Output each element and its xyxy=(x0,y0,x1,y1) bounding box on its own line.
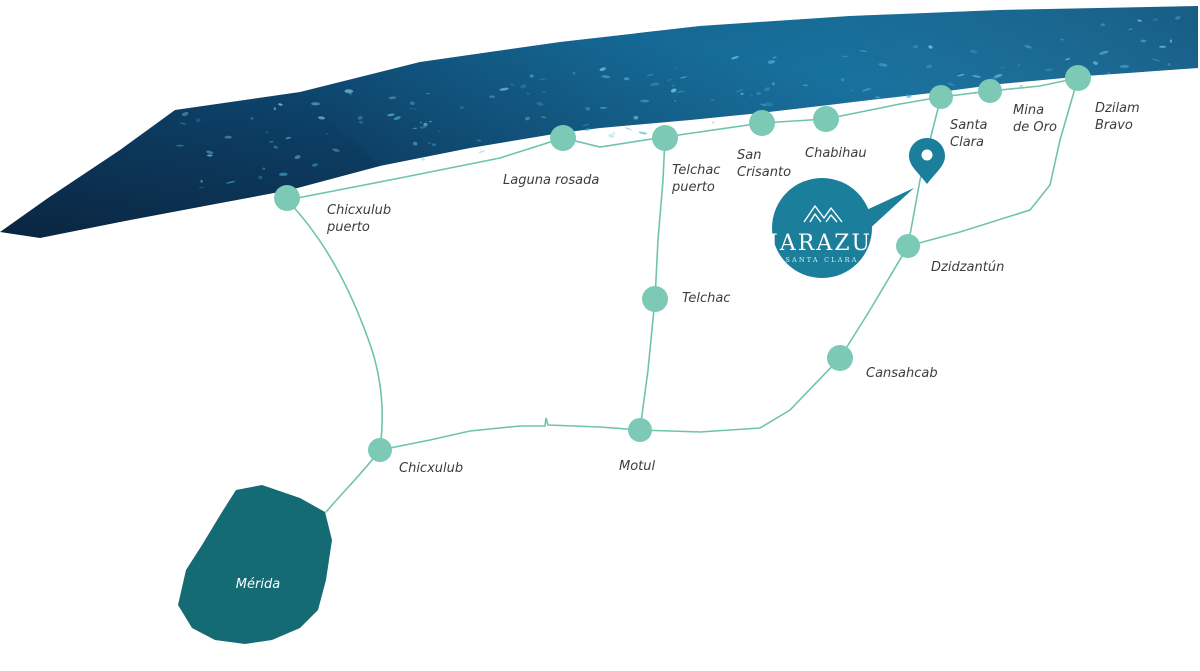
label-laguna-rosada: Laguna rosada xyxy=(503,173,599,188)
road-motul-cansahcab xyxy=(639,357,841,433)
marazul-badge[interactable]: MARAZUL SANTA CLARA xyxy=(755,178,914,278)
label-chabihau: Chabihau xyxy=(805,146,867,161)
label-san-crisanto: San Crisanto xyxy=(737,148,791,180)
label-motul: Motul xyxy=(619,459,656,474)
mountain-peaks-logo-icon xyxy=(803,205,843,223)
location-pin-icon[interactable] xyxy=(909,138,945,184)
sea-area xyxy=(0,6,1198,238)
node-chicxulub[interactable] xyxy=(368,438,392,462)
label-dzilam-bravo: Dzilam Bravo xyxy=(1095,101,1144,133)
node-chabihau[interactable] xyxy=(813,106,839,132)
node-mina-de-oro[interactable] xyxy=(978,79,1002,103)
node-chicxulub-puerto[interactable] xyxy=(274,185,300,211)
label-mina-de-oro: Mina de Oro xyxy=(1013,103,1057,135)
label-chicxulub: Chicxulub xyxy=(399,461,463,476)
label-telchac-puerto: Telchac puerto xyxy=(671,163,725,195)
node-santa-clara[interactable] xyxy=(929,85,953,109)
node-telchac-puerto[interactable] xyxy=(652,125,678,151)
node-dzidzantun[interactable] xyxy=(896,234,920,258)
brand-name: MARAZUL xyxy=(755,231,888,256)
label-cansahcab: Cansahcab xyxy=(866,366,938,381)
road-chicxulub-motul xyxy=(379,417,641,451)
node-telchac[interactable] xyxy=(642,286,668,312)
town-nodes xyxy=(274,65,1091,462)
label-dzidzantun: Dzidzantún xyxy=(931,260,1004,275)
road-cansahcab-dzidzantun xyxy=(839,245,909,359)
node-motul[interactable] xyxy=(628,418,652,442)
node-san-crisanto[interactable] xyxy=(749,110,775,136)
label-chicxulub-puerto: Chicxulub puerto xyxy=(326,203,395,235)
city-merida[interactable]: Mérida xyxy=(178,485,332,644)
town-labels: Chicxulub puerto Laguna rosada Telchac p… xyxy=(326,101,1144,476)
node-laguna-rosada[interactable] xyxy=(550,125,576,151)
label-telchac: Telchac xyxy=(682,291,730,306)
node-dzilam-bravo[interactable] xyxy=(1065,65,1091,91)
node-cansahcab[interactable] xyxy=(827,345,853,371)
road-telchac-puerto-motul xyxy=(639,136,666,431)
brand-subtitle: SANTA CLARA xyxy=(785,256,858,264)
road-chicxulub-merida xyxy=(325,449,381,513)
road-chicxulub-puerto-chicxulub xyxy=(286,199,384,451)
label-santa-clara: Santa Clara xyxy=(950,118,992,150)
city-label-merida: Mérida xyxy=(236,577,280,592)
road-dzidzantun-dzilam xyxy=(907,77,1079,247)
